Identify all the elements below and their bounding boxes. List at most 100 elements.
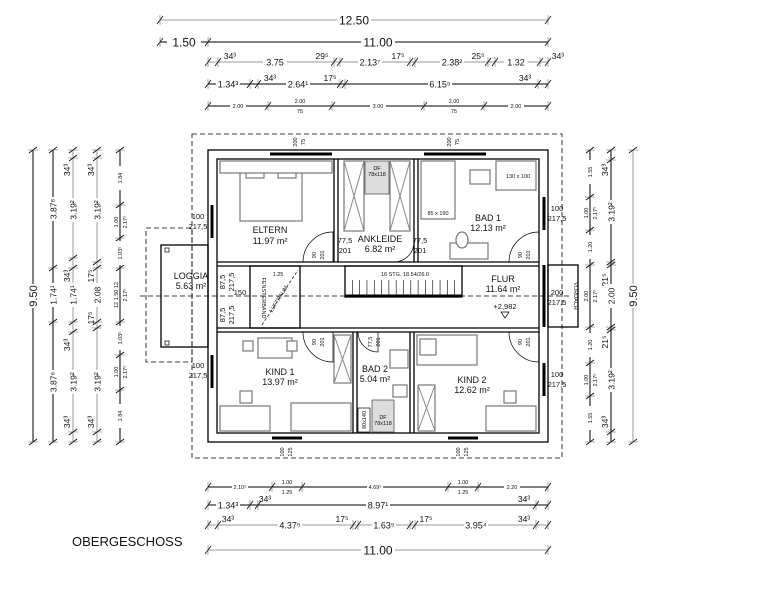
room-bad1-name: BAD 1 [475, 213, 501, 223]
window-height: 217,5 [548, 298, 567, 307]
dimension-label: 34³ [224, 51, 236, 61]
dimension-label: 2.00 [584, 291, 590, 302]
dimension-label: 25⁵ [472, 51, 485, 61]
dimension-label: 34³ [62, 270, 72, 282]
dimension-label: 11.00 [363, 36, 392, 50]
door-height: 201 [414, 246, 427, 255]
dimension-label: 1.84 [118, 411, 124, 422]
dimension-label: 2.17⁵ [122, 366, 129, 379]
label-background [367, 483, 383, 491]
dimension-label: 29⁵ [316, 51, 329, 61]
label-background [504, 58, 528, 66]
dimension-label: 6.15⁵ [429, 80, 451, 90]
skylight-ankleide [364, 160, 390, 195]
label-background [91, 283, 103, 307]
room-ankleide-area: 6.82 m² [365, 244, 396, 254]
door-width: 77,5 [368, 337, 374, 348]
label-background [508, 102, 524, 110]
dimension-label: 2.17⁵ [122, 289, 129, 302]
dimension-label: 34³ [519, 73, 531, 83]
dimension-label: 2.13⁷ [360, 58, 381, 68]
loggia-door-sill: 87,5 [218, 275, 227, 290]
dimension-label: 34³ [264, 73, 276, 83]
dimension-label: 1.20 [588, 340, 594, 351]
dimension-label: 1.34³ [218, 501, 239, 511]
dimension-label: 17⁵ [392, 51, 405, 61]
dimension-label: 2.10⁵ [234, 484, 247, 491]
label-background [67, 370, 79, 394]
loggia-door-sill: 87,5 [218, 308, 227, 323]
dimension-label: 1.32 [507, 58, 525, 68]
dimension-label: 34³ [62, 416, 72, 428]
dimension-label: 1.74¹ [49, 285, 59, 305]
dimension-label: 1.50 [172, 36, 196, 50]
window-width: 200 [293, 137, 299, 146]
dimension-label: 1.84 [118, 173, 124, 184]
label-background [504, 483, 520, 491]
label-background [27, 284, 39, 308]
door-width: 90 [312, 339, 318, 345]
room-flur-area: 11.64 m² [486, 284, 521, 294]
room-kind2-name: KIND 2 [457, 375, 486, 385]
dimension-label: 34³ [86, 164, 96, 176]
window-height: 125 [464, 447, 470, 456]
bed-kind1 [290, 402, 352, 432]
window-width: 100 [551, 204, 564, 213]
void-diagonal [261, 269, 299, 326]
window-width: 200 [447, 137, 453, 146]
dimension-label: 17⁵ [86, 270, 96, 283]
label-background [116, 326, 124, 350]
window-width: 100 [280, 447, 286, 456]
dimension-label: 3.19² [607, 202, 617, 222]
label-background [286, 80, 310, 88]
loggia-door-height: 217,5 [227, 306, 236, 325]
dimension-label: 11.00 [363, 544, 392, 558]
skylight-bad2-label: DF [379, 415, 387, 421]
dimension-label: 17⁵ [86, 312, 96, 325]
label-background [428, 80, 452, 88]
label-background [216, 80, 240, 88]
dimension-label: 21⁵ [600, 274, 610, 287]
window-width: 100 [192, 361, 205, 370]
label-background [605, 368, 617, 392]
dimension-label: 3.87⁸ [49, 199, 59, 220]
dimension-label: 34³ [86, 416, 96, 428]
dimension-label: 12 1.50 12 [114, 282, 120, 308]
room-flur-name: FLUR [491, 274, 515, 284]
loggia-post [164, 247, 170, 253]
dimension-label: 34³ [518, 494, 530, 504]
room-bad2-name: BAD 2 [362, 364, 388, 374]
label-background [372, 521, 396, 529]
label-background [116, 404, 124, 428]
label-background [47, 197, 59, 221]
canopy-label: VORDACH [572, 282, 578, 310]
void-label: LUFTRAUM [269, 285, 290, 314]
washbasin-bad2 [389, 349, 409, 369]
dimension-label: 3.19² [69, 372, 79, 392]
dimension-label: 34³ [222, 514, 234, 524]
dimension-label: 75 [297, 109, 303, 115]
room-loggia-area: 5.63 m² [176, 281, 207, 291]
dimension-label: 3.75 [266, 58, 284, 68]
room-ankleide-name: ANKLEIDE [358, 234, 403, 244]
dimension-label: 2.08 [93, 286, 103, 303]
window-height: 75 [301, 139, 307, 145]
void-width: 1.25 [273, 272, 284, 278]
room-loggia-name: LOGGIA [174, 271, 209, 281]
label-background [91, 370, 103, 394]
exterior-wall-inner [216, 158, 540, 434]
bathtub [420, 160, 456, 220]
window-band-label: FENSTERBAND [260, 278, 266, 319]
room-kind2-area: 12.62 m² [454, 385, 490, 395]
level-marker: +2,982 [493, 302, 516, 311]
dimension-label: 17⁵ [336, 514, 349, 524]
room-bad2-area: 5.04 m² [360, 374, 391, 384]
label-background [232, 483, 248, 491]
skylight-bad2-size: 78x118 [374, 421, 392, 427]
label-background [67, 198, 79, 222]
dimension-label: 12.50 [339, 14, 369, 28]
label-background [366, 501, 390, 509]
dimension-label: 2.64¹ [288, 80, 309, 90]
dimension-label: 34³ [600, 164, 610, 176]
